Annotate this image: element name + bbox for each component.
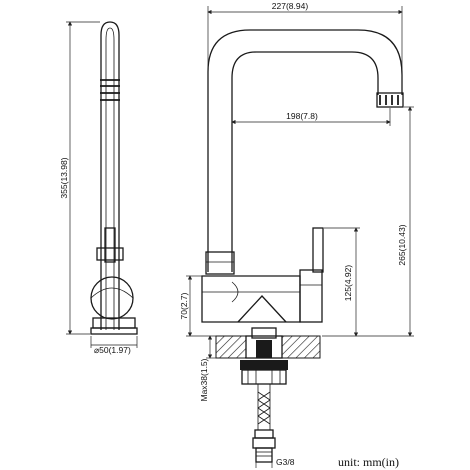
max-deck-label: Max38(1.5) (199, 358, 209, 401)
spout-reach-dimension: 198(7.8) (231, 108, 391, 126)
body-height-dimension: 125(4.92) (324, 227, 360, 337)
total-height-dimension: 355(13.98) (59, 21, 100, 335)
front-view (201, 29, 404, 463)
spout-reach-label: 198(7.8) (286, 111, 318, 121)
side-view (90, 21, 138, 335)
connection-dimension: G3/8 (255, 457, 295, 468)
body-height-label: 125(4.92) (343, 265, 353, 302)
total-height-label: 355(13.98) (59, 157, 69, 198)
connection-label: G3/8 (276, 457, 295, 467)
unit-note: unit: mm(in) (338, 455, 399, 469)
base-diameter-dimension: ⌀50(1.97) (90, 336, 138, 355)
lever-height-dimension: 70(2.7) (179, 275, 216, 337)
base-diameter-label: ⌀50(1.97) (94, 345, 131, 355)
max-deck-dimension: Max38(1.5) (199, 335, 216, 402)
spout-width-label: 227(8.94) (272, 1, 309, 11)
lever-height-label: 70(2.7) (179, 292, 189, 319)
spout-height-label: 265(10.43) (397, 224, 407, 265)
spout-width-dimension: 227(8.94) (207, 1, 403, 90)
spout-height-dimension: 265(10.43) (322, 106, 414, 337)
